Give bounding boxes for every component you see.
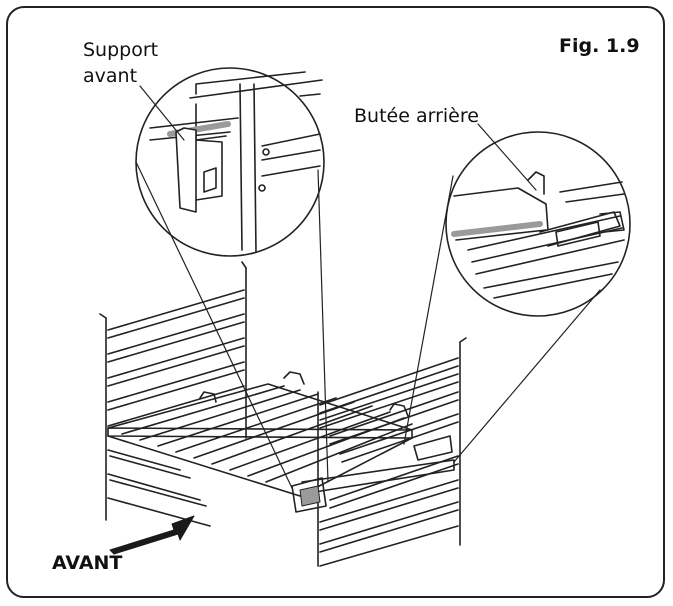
rear-stop-label: Butée arrière	[354, 105, 479, 127]
front-support-label-line1: Support	[83, 39, 159, 61]
direction-label: AVANT	[52, 552, 123, 574]
left-side-runner	[99, 261, 247, 527]
figure-label: Fig. 1.9	[559, 35, 640, 57]
right-side-runner	[317, 337, 467, 567]
arrow-right-icon	[109, 515, 195, 555]
front-support-leader	[139, 85, 185, 141]
front-support-magnifier	[135, 67, 329, 489]
rear-stop-magnifier	[403, 131, 631, 463]
front-support-detail	[299, 485, 321, 507]
rear-stop-leader	[477, 123, 537, 191]
front-support-label-line2: avant	[83, 65, 138, 87]
wire-shelf	[107, 371, 455, 513]
